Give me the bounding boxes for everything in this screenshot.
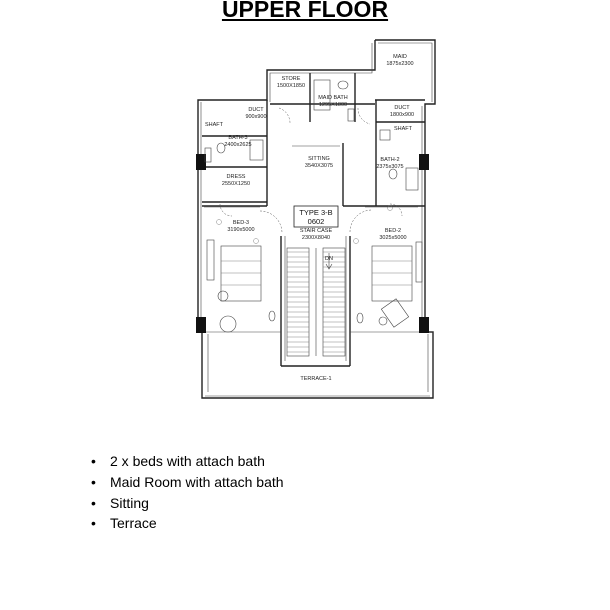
room-duct-right-size: 1800x900 bbox=[390, 112, 414, 118]
room-bed2-name: BED-2 bbox=[385, 228, 401, 234]
room-staircase-name: STAIR CASE bbox=[300, 228, 333, 234]
room-sitting-name: SITTING bbox=[308, 156, 330, 162]
room-dress-name: DRESS bbox=[227, 174, 246, 180]
feature-item: Maid Room with attach bath bbox=[91, 472, 284, 493]
room-bath3-name: BATH-3 bbox=[228, 135, 247, 141]
door-swings bbox=[216, 107, 403, 244]
feature-item: Terrace bbox=[91, 513, 284, 534]
room-bath2-name: BATH-2 bbox=[380, 157, 399, 163]
room-maid-name: MAID bbox=[393, 54, 407, 60]
bed-3-furniture bbox=[206, 239, 276, 333]
room-bed3-size: 3190x5000 bbox=[227, 227, 254, 233]
shaft-right-label: SHAFT bbox=[394, 126, 413, 132]
room-store-size: 1500X1850 bbox=[277, 83, 305, 89]
room-bath2-size: 2375x3075 bbox=[376, 164, 403, 170]
unit-type-label: TYPE 3-B bbox=[299, 208, 332, 217]
feature-list: 2 x beds with attach bath Maid Room with… bbox=[91, 451, 284, 534]
room-sitting-size: 3540X3075 bbox=[305, 163, 333, 169]
maid-bath-fixtures bbox=[313, 79, 355, 122]
room-bed2-size: 3025x5000 bbox=[379, 235, 406, 241]
outer-walls bbox=[197, 39, 436, 399]
page-title: UPPER FLOOR bbox=[221, 0, 389, 22]
room-staircase-size: 2300X8040 bbox=[302, 235, 330, 241]
room-maid-size: 1875x2300 bbox=[386, 61, 413, 67]
room-labels: MAID 1875x2300 STORE 1500X1850 MAID BATH… bbox=[205, 54, 414, 382]
room-duct-left-size: 900x900 bbox=[245, 114, 266, 120]
room-store-name: STORE bbox=[282, 76, 301, 82]
stair-direction-label: DN bbox=[325, 256, 333, 262]
room-bath3-size: 2400x2625 bbox=[224, 142, 251, 148]
structural-columns bbox=[196, 154, 429, 333]
feature-item: 2 x beds with attach bath bbox=[91, 451, 284, 472]
unit-number-label: 0602 bbox=[308, 217, 325, 226]
room-duct-left-name: DUCT bbox=[248, 107, 264, 113]
room-duct-right-name: DUCT bbox=[394, 105, 410, 111]
interior-walls bbox=[202, 73, 433, 367]
shaft-left-label: SHAFT bbox=[205, 122, 224, 128]
staircase: DN bbox=[286, 247, 346, 357]
floor-plan: DN MAID bbox=[196, 39, 436, 399]
room-maid-bath-name: MAID BATH bbox=[318, 95, 348, 101]
bath-2-fixtures bbox=[379, 129, 419, 191]
bath-3-fixtures bbox=[204, 139, 264, 163]
room-maid-bath-size: 1295X1800 bbox=[319, 102, 347, 108]
room-bed3-name: BED-3 bbox=[233, 220, 249, 226]
bed-2-furniture bbox=[356, 241, 423, 328]
feature-item: Sitting bbox=[91, 493, 284, 514]
room-dress-size: 2550X1250 bbox=[222, 181, 250, 187]
room-terrace-name: TERRACE-1 bbox=[300, 376, 331, 382]
